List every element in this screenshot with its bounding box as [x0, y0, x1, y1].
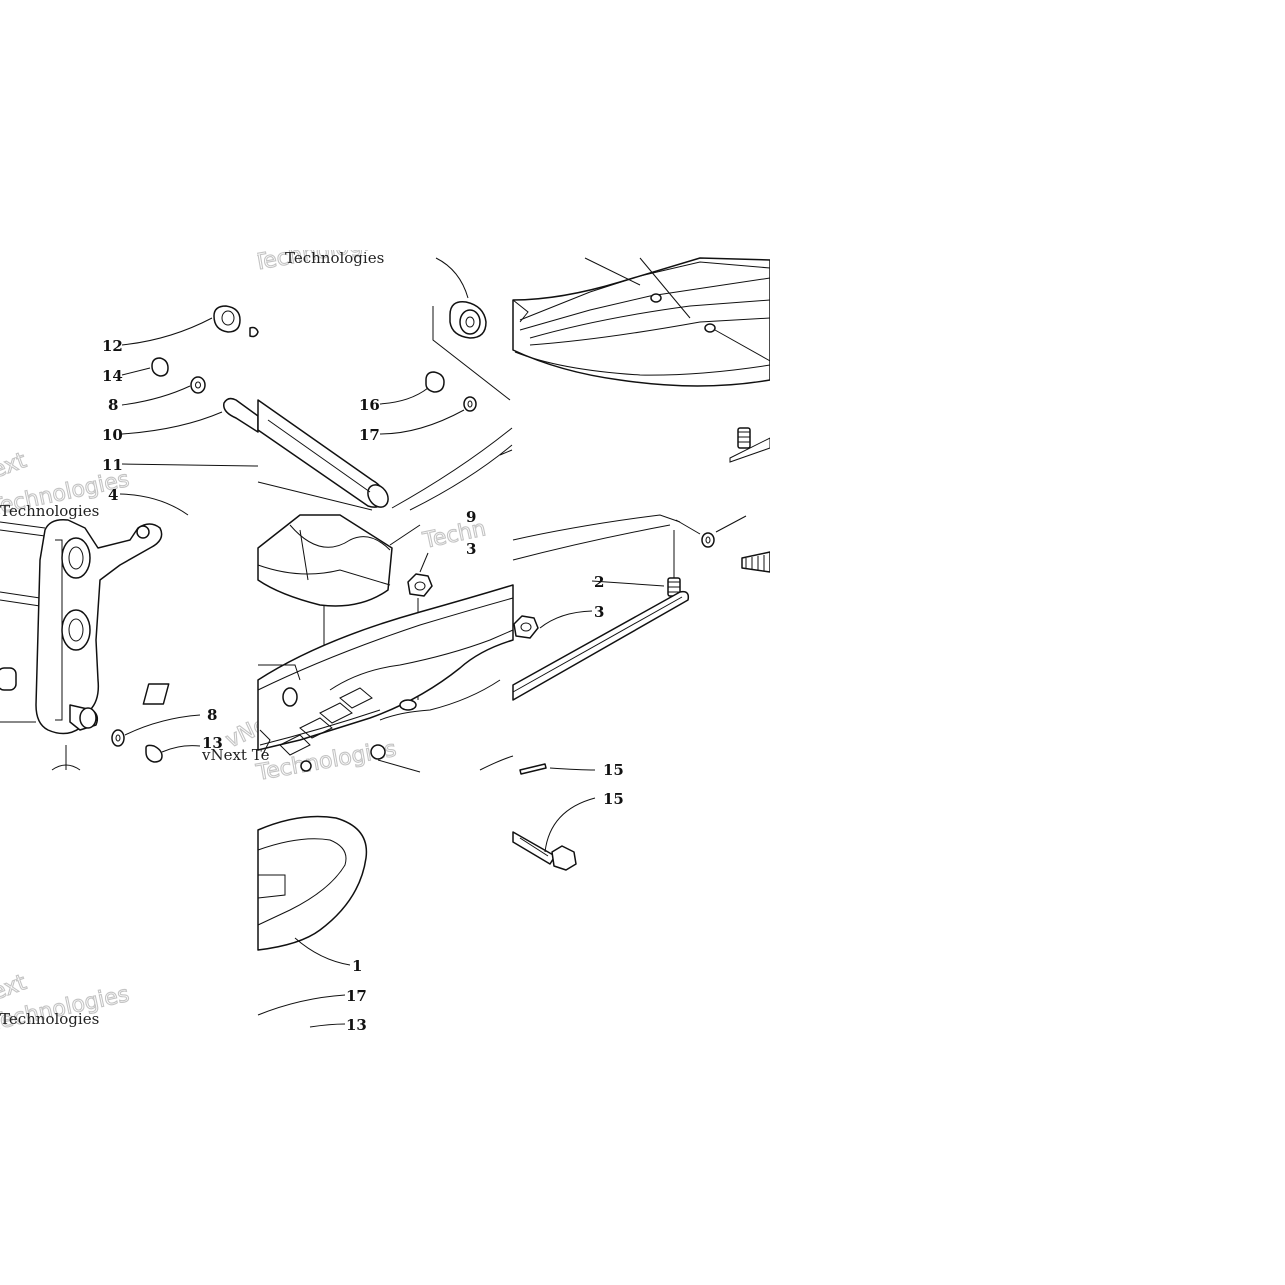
callout-17: 17 [346, 987, 367, 1005]
callout-3: 3 [466, 540, 476, 558]
wear-bar [512, 514, 771, 701]
callout-15: 15 [603, 790, 624, 808]
callout-12: 12 [102, 337, 123, 355]
callout-13: 13 [202, 734, 223, 752]
ski-saddle-and-shaft [257, 257, 513, 511]
callout-8: 8 [108, 396, 118, 414]
callout-11: 11 [102, 456, 123, 474]
bolt-15 [512, 763, 596, 871]
callout-3: 3 [594, 603, 604, 621]
callout-14: 14 [102, 367, 123, 385]
watermark-text: Techn [420, 516, 488, 554]
callout-10: 10 [102, 426, 123, 444]
callout-15: 15 [603, 761, 624, 779]
callout-16: 16 [359, 396, 380, 414]
watermark-text: Technologies [285, 249, 384, 267]
callout-4: 4 [108, 486, 118, 504]
callout-13: 13 [346, 1016, 367, 1034]
callout-17: 17 [359, 426, 380, 444]
callout-labels: 12 14 8 10 11 4 8 13 16 17 9 3 2 3 15 15… [102, 337, 624, 1034]
watermark-text: ext [0, 970, 30, 1006]
ski-body-saddle [142, 514, 514, 773]
callout-2: 2 [594, 573, 604, 591]
leader-lines [119, 317, 665, 753]
callout-9: 9 [466, 508, 476, 526]
ski-underside [257, 815, 368, 1028]
watermark-text: Technologies [0, 1010, 99, 1028]
watermark-text: Technologies [0, 502, 99, 520]
watermark-text: vNext Te [201, 746, 270, 764]
ski-tip [512, 257, 773, 463]
callout-1: 1 [352, 957, 362, 975]
spindle-assembly [0, 305, 259, 771]
callout-8: 8 [207, 706, 217, 724]
watermark-text: ext [0, 448, 30, 484]
